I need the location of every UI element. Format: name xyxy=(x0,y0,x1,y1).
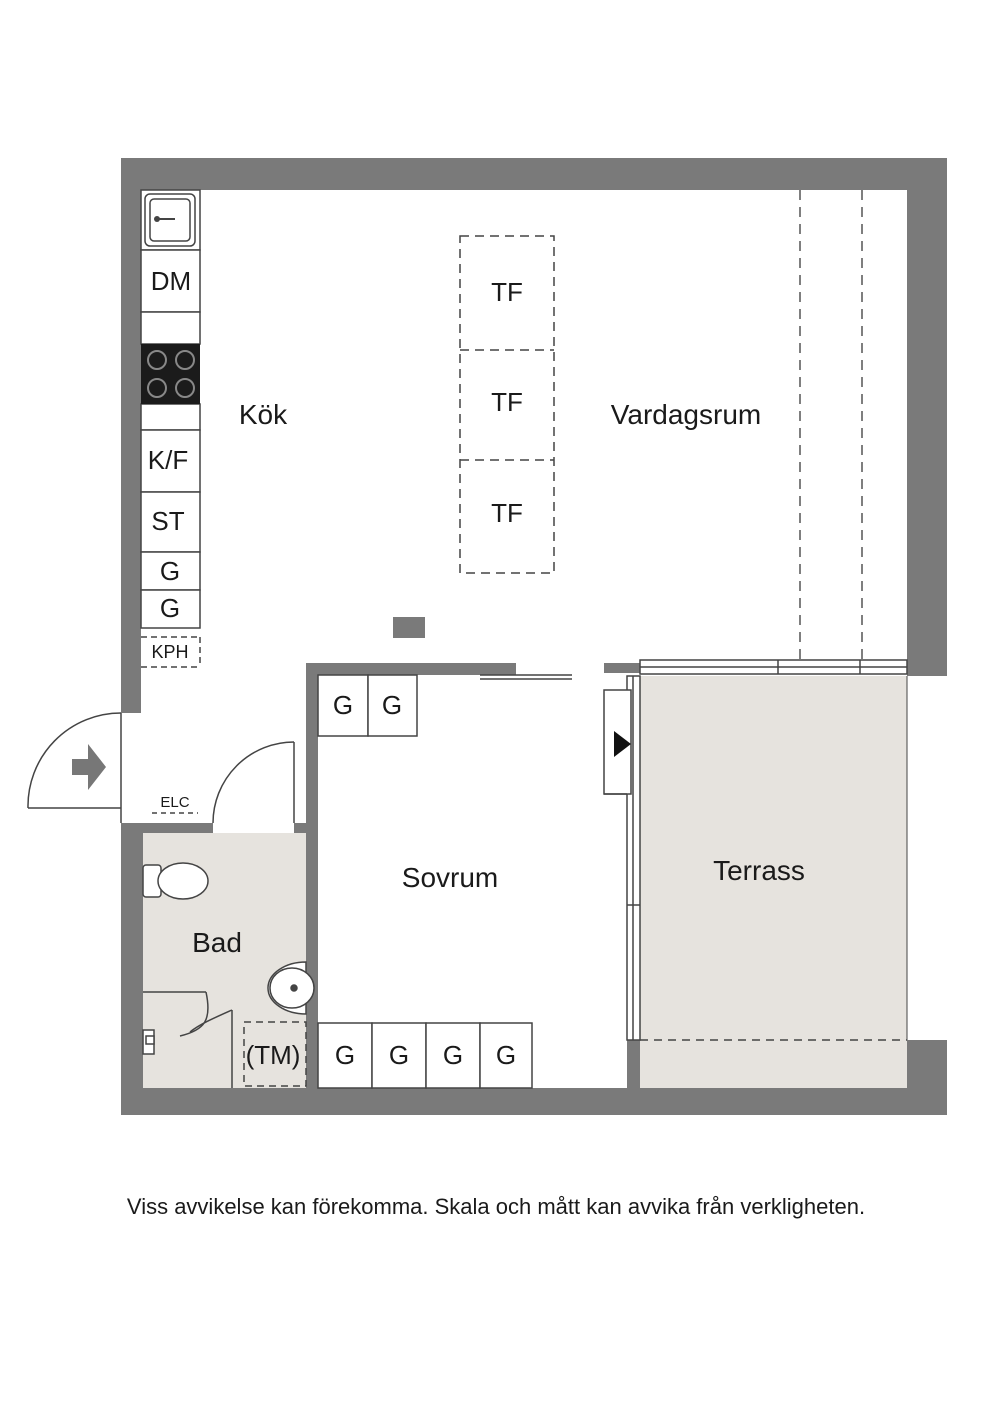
entrance-door xyxy=(27,712,122,823)
table-modules xyxy=(459,235,555,574)
living-room-label: Vardagsrum xyxy=(611,399,761,430)
bedroom-wardrobes-top xyxy=(317,674,418,737)
bedroom-wardrobe-label: G xyxy=(333,690,353,720)
kph-label: KPH xyxy=(151,642,188,662)
storage-label: ST xyxy=(151,506,184,536)
terrace-door xyxy=(603,689,632,795)
kitchen-label: Kök xyxy=(239,399,288,430)
shower-mixer-icon xyxy=(142,1029,155,1055)
elc-label: ELC xyxy=(160,794,189,811)
bedroom-wardrobe-label: G xyxy=(443,1040,463,1070)
bath-label: Bad xyxy=(192,927,242,958)
disclaimer-text: Viss avvikelse kan förekomma. Skala och … xyxy=(126,1194,866,1219)
table-module-label: TF xyxy=(491,277,523,307)
bedroom-wardrobe-label: G xyxy=(335,1040,355,1070)
bedroom-label: Sovrum xyxy=(402,862,498,893)
kitchen-wardrobe-label: G xyxy=(160,593,180,623)
terrace-floor xyxy=(640,676,907,1088)
bath-door xyxy=(212,741,295,824)
toilet-icon xyxy=(142,862,209,900)
shower-door xyxy=(143,991,233,1088)
bedroom-wardrobes-bottom xyxy=(317,1022,533,1089)
table-module-label: TF xyxy=(491,498,523,528)
table-module-label: TF xyxy=(491,387,523,417)
bedroom-wardrobe-label: G xyxy=(496,1040,516,1070)
terrace-label: Terrass xyxy=(713,855,805,886)
sliding-door xyxy=(480,674,572,680)
stove-icon xyxy=(141,344,200,404)
entry-arrow-icon xyxy=(72,744,106,790)
fridge-freezer-label: K/F xyxy=(148,445,188,475)
dishwasher-label: DM xyxy=(151,266,191,296)
curtain-lines xyxy=(799,190,863,660)
washing-machine-label: (TM) xyxy=(246,1040,301,1070)
outer-walls xyxy=(121,158,947,1115)
bedroom-wardrobe-label: G xyxy=(382,690,402,720)
washing-machine-box xyxy=(243,1021,307,1087)
washbasin-icon xyxy=(267,961,315,1015)
terrace-door-arrow-icon xyxy=(614,731,631,757)
sink-icon xyxy=(144,193,196,247)
kitchen-wardrobe-label: G xyxy=(160,556,180,586)
terrace-rail xyxy=(626,659,908,1041)
kph-box xyxy=(141,636,201,668)
bedroom-wardrobe-label: G xyxy=(389,1040,409,1070)
floor-plan: Kök Vardagsrum Sovrum Terrass Bad DM K/F… xyxy=(27,158,947,1115)
